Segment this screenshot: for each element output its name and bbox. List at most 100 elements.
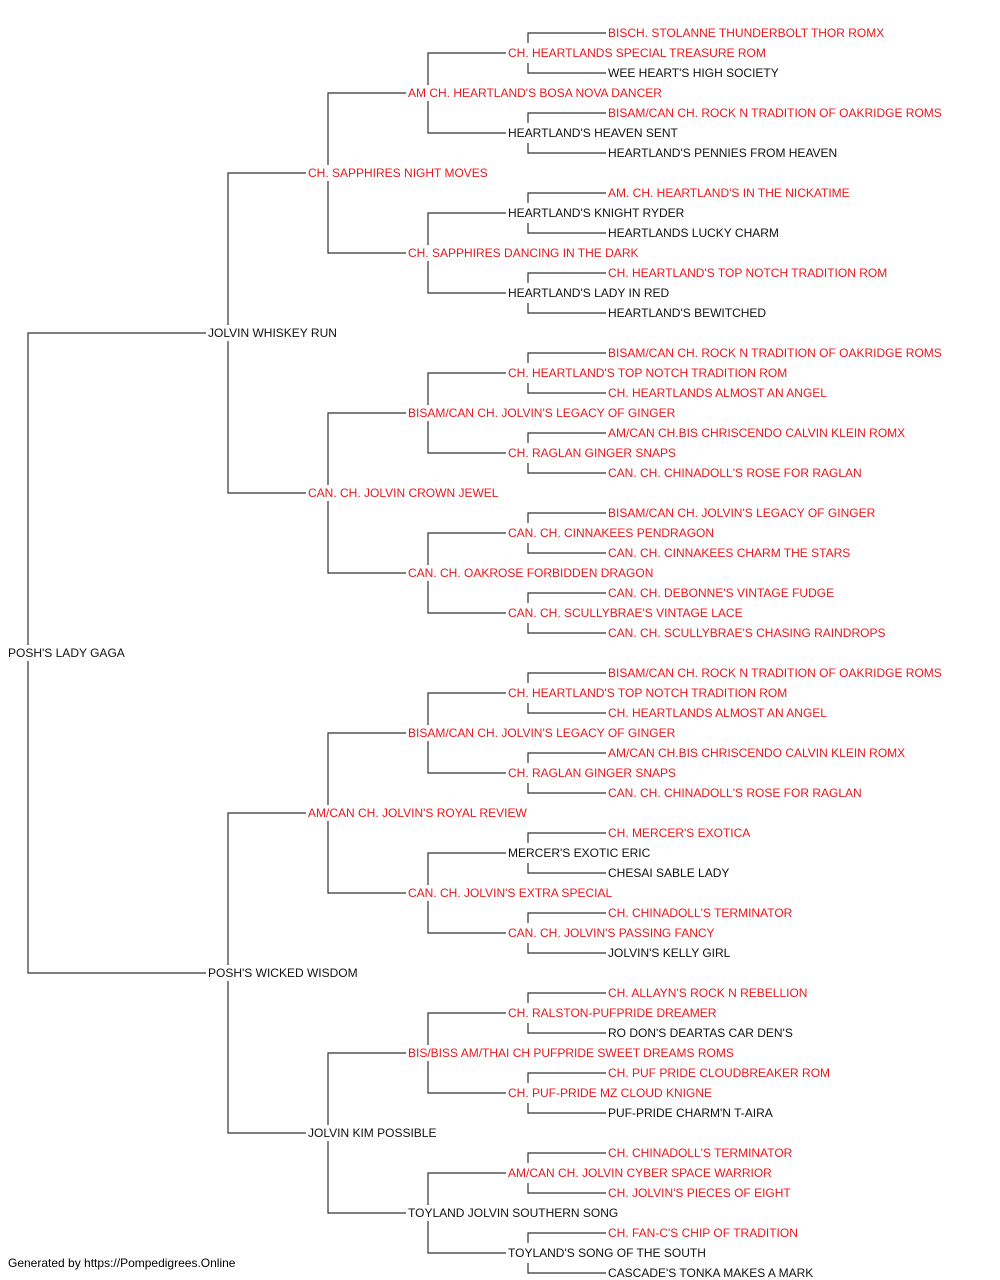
- dam-connector-line: [427, 581, 506, 614]
- sire-connector-line: [427, 692, 506, 725]
- dam-connector-line: [327, 1141, 406, 1214]
- generated-by-credit: Generated by https://Pompedigrees.Online: [8, 1256, 236, 1270]
- dam-connector-line: [427, 421, 506, 454]
- sire-connector-line: [527, 1232, 606, 1243]
- sire-connector-line: [427, 532, 506, 565]
- pedigree-entry-gen4-sire: CH. HEARTLAND'S TOP NOTCH TRADITION ROM: [508, 686, 789, 700]
- dam-connector-line: [527, 623, 606, 634]
- pedigree-entry-gen5-sire: AM/CAN CH.BIS CHRISCENDO CALVIN KLEIN RO…: [608, 746, 907, 760]
- pedigree-entry-gen1-dam: POSH'S WICKED WISDOM: [208, 966, 359, 980]
- dam-connector-line: [427, 101, 506, 134]
- pedigree-entry-gen5-dam: PUF-PRIDE CHARM'N T-AIRA: [608, 1106, 774, 1120]
- dam-connector-line: [527, 543, 606, 554]
- dam-connector-line: [527, 1023, 606, 1034]
- dam-connector-line: [527, 383, 606, 394]
- pedigree-entry-gen5-dam: CAN. CH. CHINADOLL'S ROSE FOR RAGLAN: [608, 786, 863, 800]
- pedigree-entry-gen5-dam: WEE HEART'S HIGH SOCIETY: [608, 66, 780, 80]
- dam-connector-line: [527, 863, 606, 874]
- pedigree-entry-gen4-sire: CAN. CH. CINNAKEES PENDRAGON: [508, 526, 716, 540]
- pedigree-entry-gen2-sire: CH. SAPPHIRES NIGHT MOVES: [308, 166, 489, 180]
- subject-dog-name: POSH'S LADY GAGA: [8, 646, 126, 660]
- pedigree-entry-gen5-dam: CASCADE'S TONKA MAKES A MARK: [608, 1266, 815, 1280]
- pedigree-entry-gen2-sire: AM/CAN CH. JOLVIN'S ROYAL REVIEW: [308, 806, 528, 820]
- dam-connector-line: [327, 821, 406, 894]
- pedigree-entry-gen4-sire: AM/CAN CH. JOLVIN CYBER SPACE WARRIOR: [508, 1166, 773, 1180]
- sire-connector-line: [527, 1072, 606, 1083]
- dam-connector-line: [527, 1183, 606, 1194]
- pedigree-entry-gen4-sire: MERCER'S EXOTIC ERIC: [508, 846, 652, 860]
- pedigree-entry-gen3-dam: CAN. CH. OAKROSE FORBIDDEN DRAGON: [408, 566, 655, 580]
- pedigree-entry-gen5-sire: CH. HEARTLAND'S TOP NOTCH TRADITION ROM: [608, 266, 889, 280]
- sire-connector-line: [427, 372, 506, 405]
- sire-connector-line: [527, 272, 606, 283]
- pedigree-entry-gen5-sire: BISAM/CAN CH. ROCK N TRADITION OF OAKRID…: [608, 106, 943, 120]
- dam-connector-line: [427, 1061, 506, 1094]
- sire-connector-line: [527, 112, 606, 123]
- sire-connector-line: [527, 1152, 606, 1163]
- pedigree-entry-gen5-dam: CAN. CH. CHINADOLL'S ROSE FOR RAGLAN: [608, 466, 863, 480]
- pedigree-entry-gen3-sire: BISAM/CAN CH. JOLVIN'S LEGACY OF GINGER: [408, 406, 677, 420]
- pedigree-entry-gen5-dam: CH. HEARTLANDS ALMOST AN ANGEL: [608, 706, 828, 720]
- dam-connector-line: [527, 943, 606, 954]
- pedigree-entry-gen3-sire: AM CH. HEARTLAND'S BOSA NOVA DANCER: [408, 86, 663, 100]
- sire-connector-line: [527, 352, 606, 363]
- dam-connector-line: [527, 63, 606, 74]
- pedigree-entry-gen5-dam: CHESAI SABLE LADY: [608, 866, 731, 880]
- pedigree-entry-gen5-sire: CH. CHINADOLL'S TERMINATOR: [608, 1146, 794, 1160]
- dam-connector-line: [227, 341, 306, 494]
- pedigree-entry-gen5-dam: HEARTLAND'S PENNIES FROM HEAVEN: [608, 146, 839, 160]
- sire-connector-line: [327, 412, 406, 485]
- pedigree-entry-gen5-dam: RO DON'S DEARTAS CAR DEN'S: [608, 1026, 794, 1040]
- sire-connector-line: [427, 852, 506, 885]
- pedigree-entry-gen5-dam: HEARTLANDS LUCKY CHARM: [608, 226, 780, 240]
- pedigree-entry-gen4-dam: CH. RAGLAN GINGER SNAPS: [508, 766, 678, 780]
- dam-connector-line: [527, 1103, 606, 1114]
- sire-connector-line: [527, 832, 606, 843]
- dam-connector-line: [427, 901, 506, 934]
- dam-connector-line: [427, 1221, 506, 1254]
- sire-connector-line: [427, 212, 506, 245]
- sire-connector-line: [227, 812, 306, 965]
- pedigree-entry-gen3-dam: CH. SAPPHIRES DANCING IN THE DARK: [408, 246, 640, 260]
- sire-connector-line: [427, 52, 506, 85]
- sire-connector-line: [327, 92, 406, 165]
- sire-connector-line: [527, 912, 606, 923]
- pedigree-entry-gen4-dam: TOYLAND'S SONG OF THE SOUTH: [508, 1246, 707, 1260]
- pedigree-entry-gen4-sire: HEARTLAND'S KNIGHT RYDER: [508, 206, 686, 220]
- pedigree-entry-gen5-dam: CH. JOLVIN'S PIECES OF EIGHT: [608, 1186, 792, 1200]
- dam-connector-line: [527, 1263, 606, 1274]
- pedigree-entry-gen5-dam: HEARTLAND'S BEWITCHED: [608, 306, 768, 320]
- dam-connector-line: [527, 463, 606, 474]
- dam-connector-line: [527, 783, 606, 794]
- sire-connector-line: [527, 592, 606, 603]
- pedigree-entry-gen4-sire: CH. HEARTLANDS SPECIAL TREASURE ROM: [508, 46, 767, 60]
- pedigree-entry-gen1-sire: JOLVIN WHISKEY RUN: [208, 326, 338, 340]
- dam-connector-line: [527, 143, 606, 154]
- pedigree-entry-gen5-dam: CAN. CH. CINNAKEES CHARM THE STARS: [608, 546, 852, 560]
- pedigree-entry-gen5-sire: AM. CH. HEARTLAND'S IN THE NICKATIME: [608, 186, 851, 200]
- dam-connector-line: [527, 303, 606, 314]
- pedigree-entry-gen2-dam: JOLVIN KIM POSSIBLE: [308, 1126, 438, 1140]
- sire-connector-line: [527, 992, 606, 1003]
- sire-connector-line: [327, 732, 406, 805]
- dam-connector-line: [27, 661, 206, 974]
- pedigree-entry-gen3-dam: TOYLAND JOLVIN SOUTHERN SONG: [408, 1206, 620, 1220]
- dam-connector-line: [527, 223, 606, 234]
- sire-connector-line: [527, 32, 606, 43]
- pedigree-entry-gen5-sire: CH. FAN-C'S CHIP OF TRADITION: [608, 1226, 799, 1240]
- dam-connector-line: [527, 703, 606, 714]
- pedigree-entry-gen4-sire: CH. HEARTLAND'S TOP NOTCH TRADITION ROM: [508, 366, 789, 380]
- pedigree-entry-gen4-dam: CH. RAGLAN GINGER SNAPS: [508, 446, 678, 460]
- pedigree-entry-gen4-dam: CAN. CH. JOLVIN'S PASSING FANCY: [508, 926, 716, 940]
- pedigree-entry-gen5-dam: CAN. CH. SCULLYBRAE'S CHASING RAINDROPS: [608, 626, 887, 640]
- pedigree-entry-gen5-sire: BISCH. STOLANNE THUNDERBOLT THOR ROMX: [608, 26, 886, 40]
- sire-connector-line: [27, 332, 206, 645]
- pedigree-entry-gen4-dam: HEARTLAND'S HEAVEN SENT: [508, 126, 679, 140]
- pedigree-entry-gen5-sire: BISAM/CAN CH. JOLVIN'S LEGACY OF GINGER: [608, 506, 877, 520]
- dam-connector-line: [327, 501, 406, 574]
- pedigree-entry-gen3-sire: BISAM/CAN CH. JOLVIN'S LEGACY OF GINGER: [408, 726, 677, 740]
- pedigree-entry-gen5-sire: CH. PUF PRIDE CLOUDBREAKER ROM: [608, 1066, 832, 1080]
- sire-connector-line: [427, 1172, 506, 1205]
